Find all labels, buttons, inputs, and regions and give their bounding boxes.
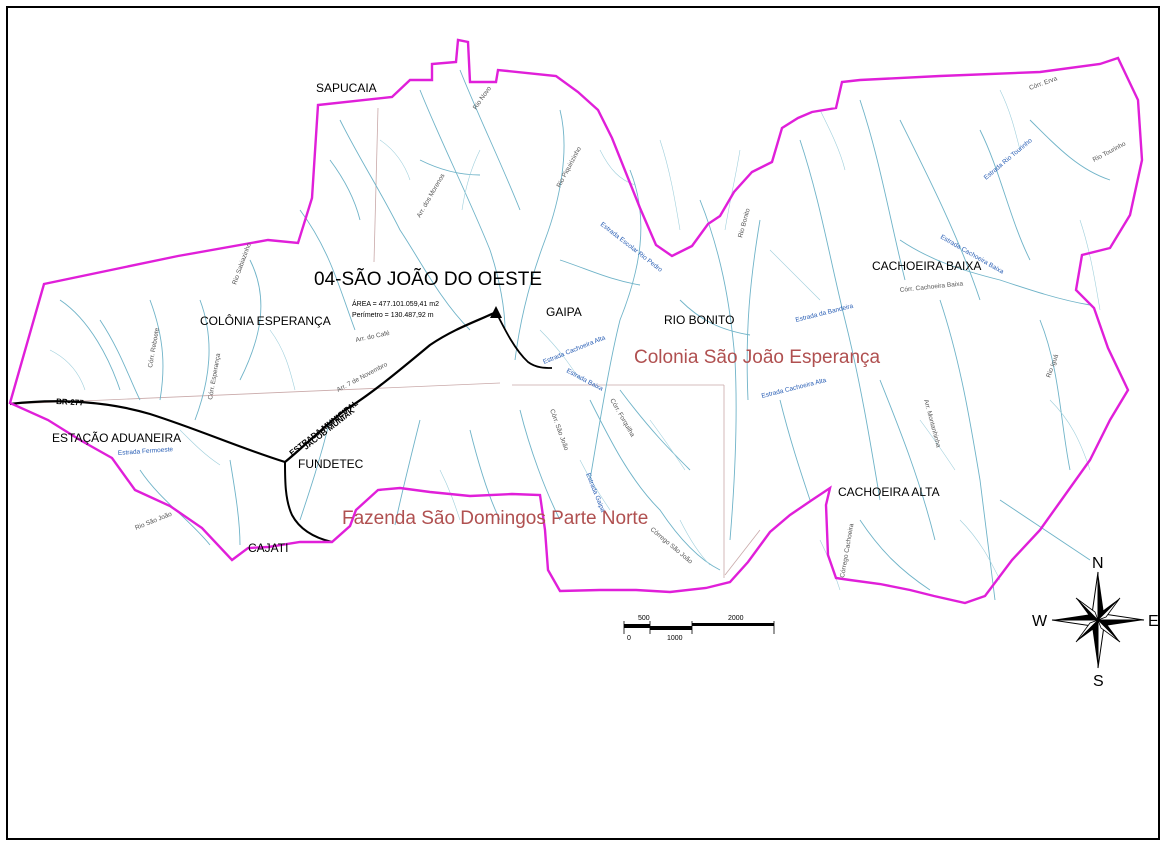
compass-s-label: S (1093, 673, 1104, 690)
road-estrada-rio-tourinho: Estrada Rio Tourinho (983, 137, 1034, 182)
place-estacao-aduaneira: ESTAÇÃO ADUANEIRA (52, 431, 181, 445)
road-estrada-fermoeste: Estrada Fermoeste (118, 446, 174, 457)
river-corrego-sao-joao: Córrego São João (649, 526, 694, 566)
place-fundetec: FUNDETEC (298, 457, 364, 471)
river-rio-iguacu: Rio Iguá (1045, 353, 1060, 379)
river-corr-forquilha: Córr. Forquilha (608, 398, 636, 439)
region-fazenda-sao-domingos: Fazenda São Domingos Parte Norte (342, 508, 648, 529)
river-rio-sabiazinho: Rio Sabiazinho (231, 242, 253, 286)
place-gaipa: GAIPA (546, 305, 582, 319)
perimeter-label: Perímetro = 130.487,92 m (352, 312, 434, 319)
area-label: ÁREA = 477.101.059,41 m2 (352, 299, 439, 308)
compass-north-icon (1098, 572, 1104, 620)
river-corr-reboete: Córr. Reboete (147, 327, 161, 368)
place-cachoeira-baixa: CACHOEIRA BAIXA (872, 259, 981, 273)
river-corr-sao-joao: Córr. São João (548, 408, 570, 451)
river-corrego-cachoeira: Córrego Cachoeira (839, 523, 855, 579)
compass-e-label: E (1148, 613, 1159, 630)
river-rio-bonito: Rio Bonito (737, 207, 752, 238)
river-rio-sao-joao: Rio São João (134, 511, 173, 532)
scale-bar: 0 500 1000 2000 (623, 615, 775, 642)
river-rio-tourinho: Rio Tourinho (1092, 140, 1128, 163)
place-sapucaia: SAPUCAIA (316, 81, 377, 95)
road-jacob-muniak: JACOB MUNIAK (302, 406, 357, 452)
compass-n-label: N (1092, 555, 1104, 572)
river-corr-esperanca: Córr. Esperança (207, 352, 222, 400)
river-corr-cachoeira-baixa: Córr. Cachoeira Baixa (899, 280, 963, 294)
scale-label-2000: 2000 (728, 615, 744, 622)
river-rio-piquirizinho: Rio Piquirizinho (556, 145, 584, 189)
scale-label-1000: 1000 (667, 635, 683, 642)
municipal-seat-marker (490, 306, 502, 318)
place-rio-bonito: RIO BONITO (664, 313, 734, 327)
scale-label-0: 0 (627, 635, 631, 642)
river-network-minor (49, 89, 1101, 591)
river-arr-do-cafe: Arr. do Café (355, 330, 391, 344)
road-estrada-cachoeira-alta: Estrada Cachoeira Alta (542, 334, 607, 366)
river-corr-erva: Córr. Erva (1028, 75, 1058, 92)
river-arr-montanhinha: Arr. Montanhinha (922, 399, 942, 449)
river-rio-novo: Rio Novo (472, 85, 493, 111)
river-arr-dos-morenos: Arr. dos Morenos (416, 172, 447, 219)
scale-label-500: 500 (638, 615, 650, 622)
map-frame (6, 6, 1160, 840)
place-colonia-esperanca: COLÔNIA ESPERANÇA (200, 313, 331, 328)
road-br277: BR-277 (56, 397, 85, 407)
parcel-lines (11, 107, 761, 578)
main-road (9, 311, 553, 543)
road-estrada-cachoeira-alta-2: Estrada Cachoeira Alta (761, 377, 828, 400)
compass-w-label: W (1032, 613, 1048, 630)
region-colonia-sao-joao: Colonia São João Esperança (634, 347, 881, 368)
road-estrada-baixa: Estrada Baixa (565, 368, 604, 393)
place-cachoeira-alta: CACHOEIRA ALTA (838, 485, 940, 499)
municipality-boundary (8, 38, 1144, 605)
compass-rose: N S E W (1032, 555, 1159, 690)
map-title: 04-SÃO JOÃO DO OESTE (314, 268, 542, 290)
road-estrada-escolar: Estrada Escolar Rio Pedro (599, 221, 664, 274)
place-cajati: CAJATI (248, 541, 288, 555)
